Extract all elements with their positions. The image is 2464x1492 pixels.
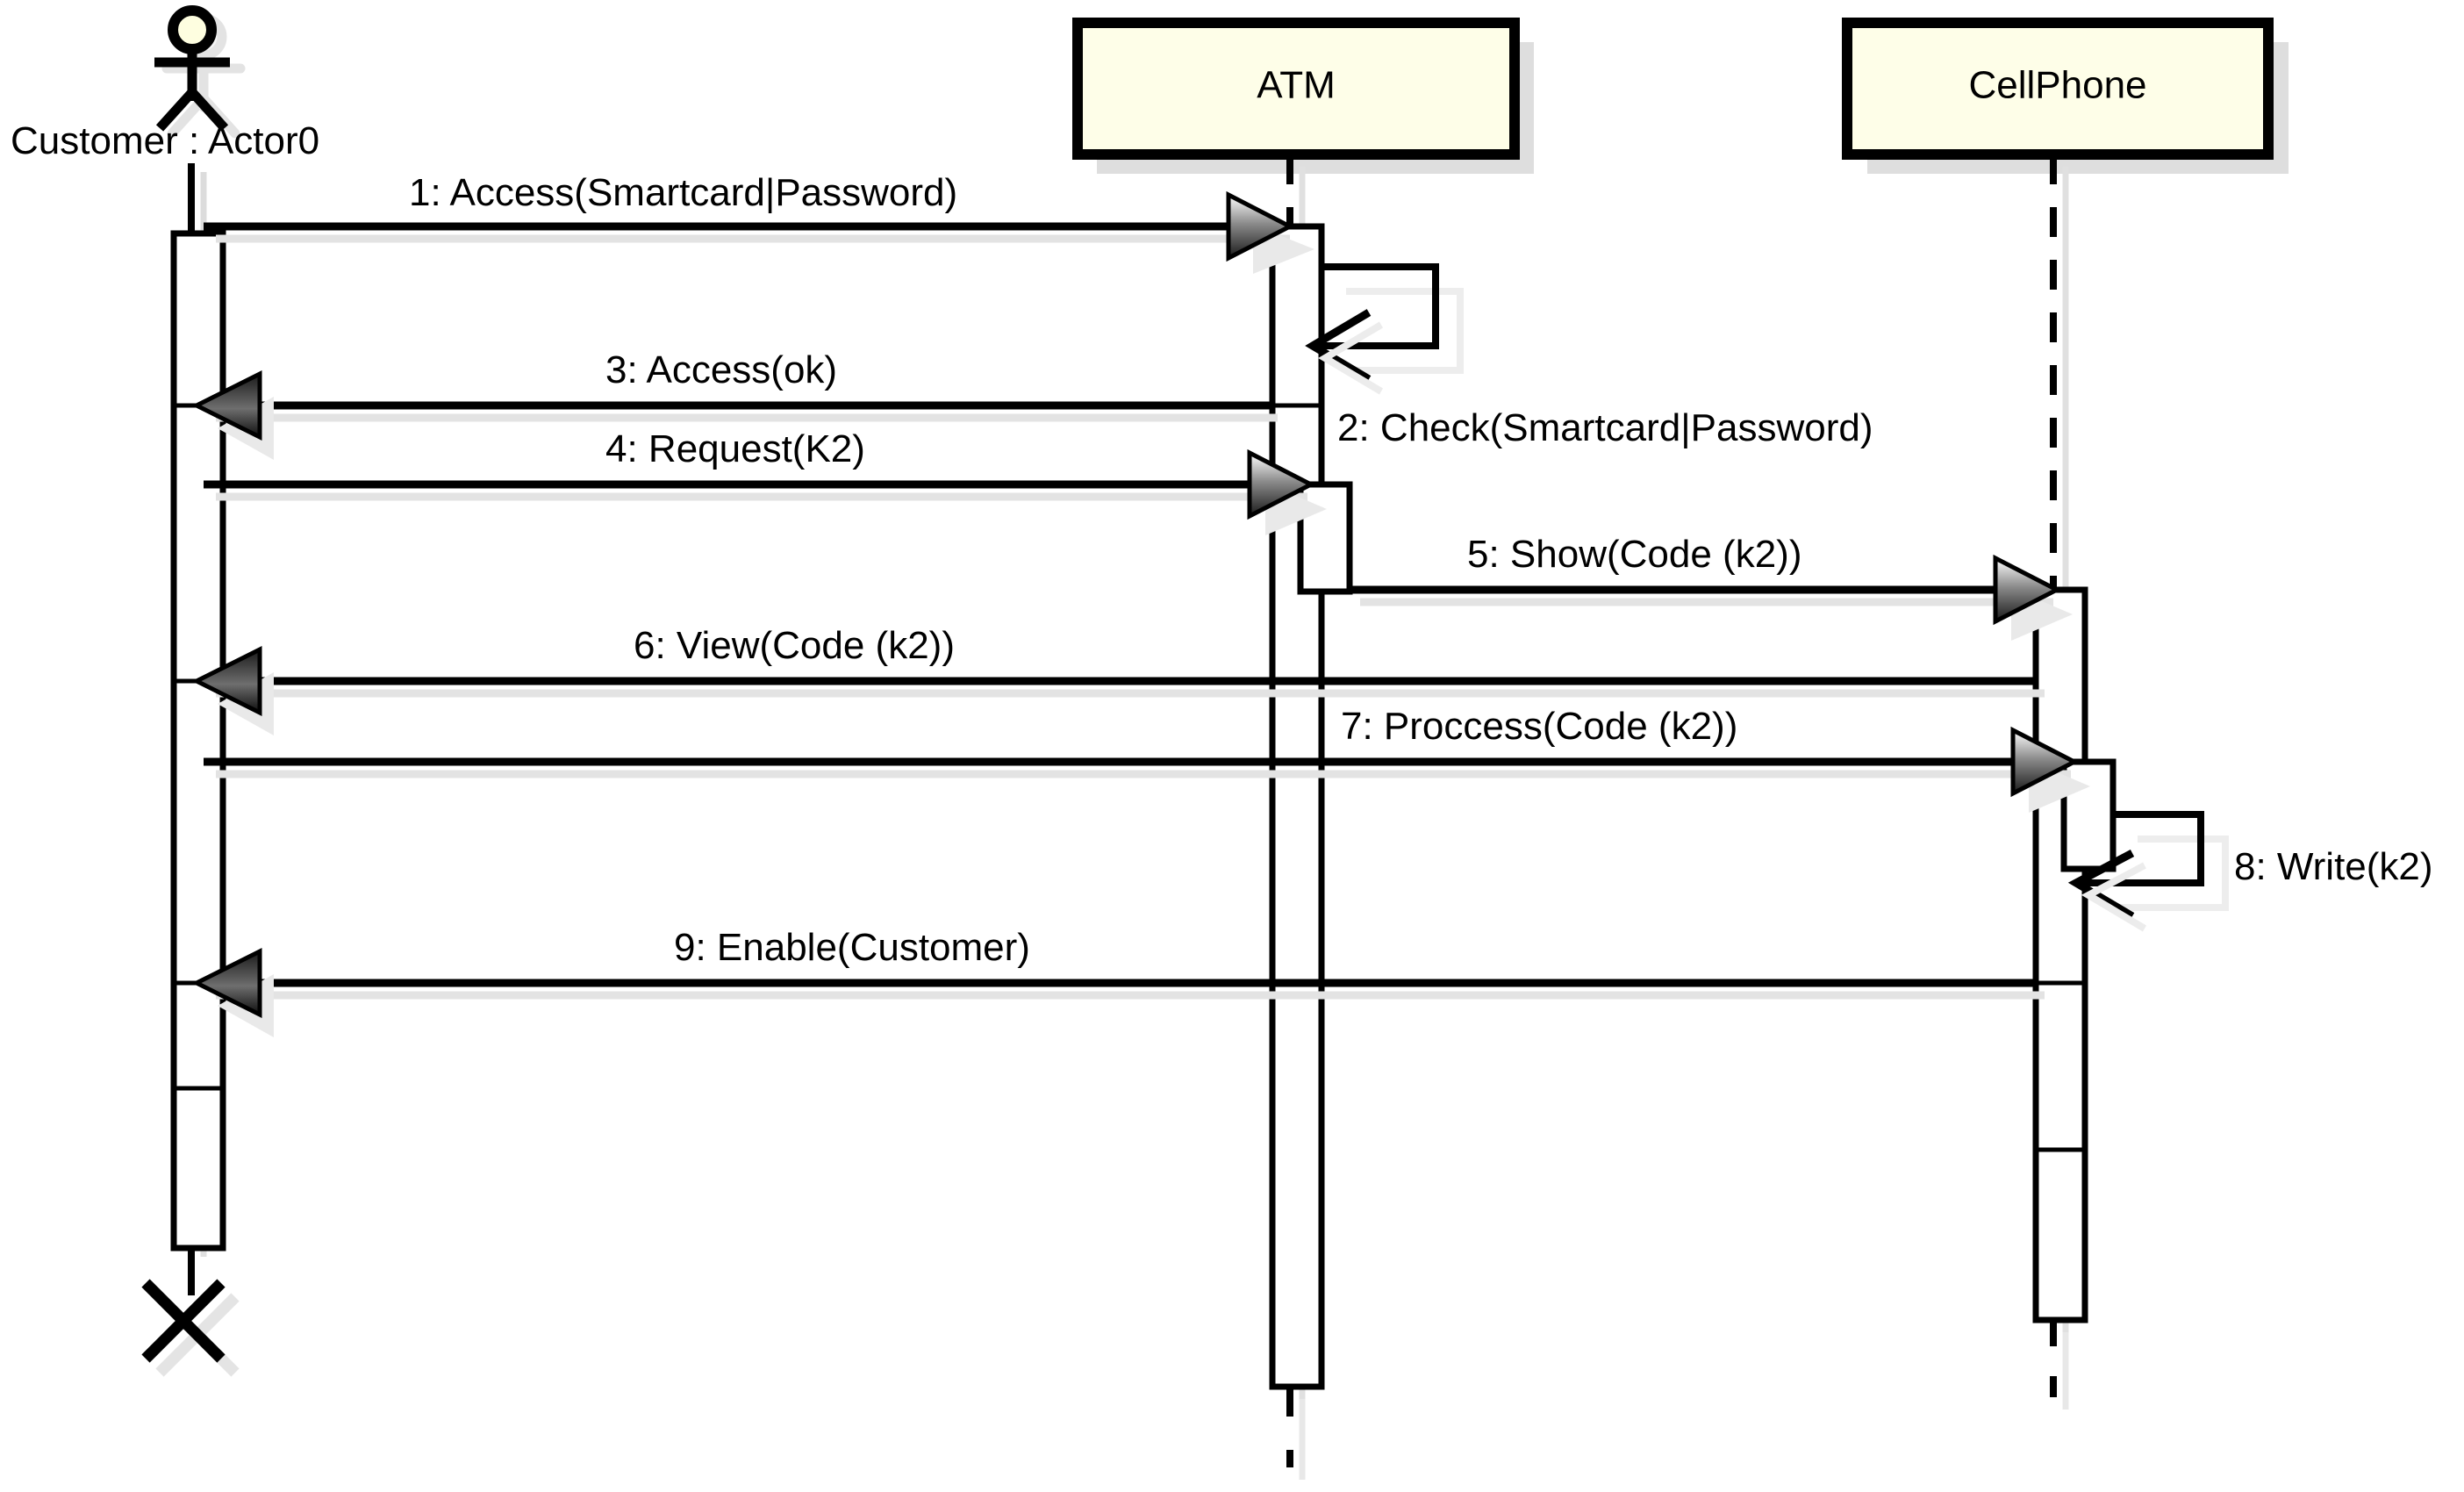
destruction-marker-customer (141, 1279, 240, 1377)
message-6-label: 6: View(Code (k2)) (634, 624, 955, 667)
activation-bar-atm-nested[interactable] (1297, 481, 1353, 595)
message-5[interactable]: 5: Show(Code (k2)) (1350, 533, 2073, 641)
participant-box-atm[interactable]: ATM (1072, 18, 1520, 160)
message-6[interactable]: 6: View(Code (k2)) (191, 624, 2045, 735)
message-7-label: 7: Proccess(Code (k2)) (1341, 705, 1737, 748)
message-8[interactable]: 8: Write(k2) (2067, 811, 2433, 932)
message-2[interactable]: 2: Check(Smartcard|Password) (1305, 263, 1873, 449)
message-2-label: 2: Check(Smartcard|Password) (1337, 406, 1873, 449)
message-9[interactable]: 9: Enable(Customer) (191, 926, 2045, 1037)
participant-label-atm: ATM (1257, 64, 1336, 107)
activation-bar-atm[interactable] (1269, 223, 1325, 1390)
activation-bar-cellphone[interactable] (2032, 586, 2088, 1323)
message-1-label: 1: Access(Smartcard|Password) (409, 171, 957, 214)
message-4[interactable]: 4: Request(K2) (204, 427, 1327, 535)
message-4-label: 4: Request(K2) (605, 427, 865, 470)
message-8-label: 8: Write(k2) (2234, 845, 2433, 888)
activation-bar-cellphone-nested[interactable] (2060, 758, 2117, 872)
message-3-label: 3: Access(ok) (605, 348, 837, 391)
actor-icon-customer[interactable] (154, 5, 246, 139)
participant-box-cellphone[interactable]: CellPhone (1842, 18, 2274, 160)
message-9-label: 9: Enable(Customer) (674, 926, 1030, 969)
message-5-label: 5: Show(Code (k2)) (1467, 533, 1801, 576)
participant-label-cellphone: CellPhone (1968, 64, 2146, 107)
message-3[interactable]: 3: Access(ok) (191, 348, 1278, 460)
message-1[interactable]: 1: Access(Smartcard|Password) (204, 171, 1314, 274)
participant-label-customer: Customer : Actor0 (11, 119, 319, 162)
message-7[interactable]: 7: Proccess(Code (k2)) (204, 705, 2090, 813)
activation-bar-customer[interactable] (170, 230, 226, 1252)
